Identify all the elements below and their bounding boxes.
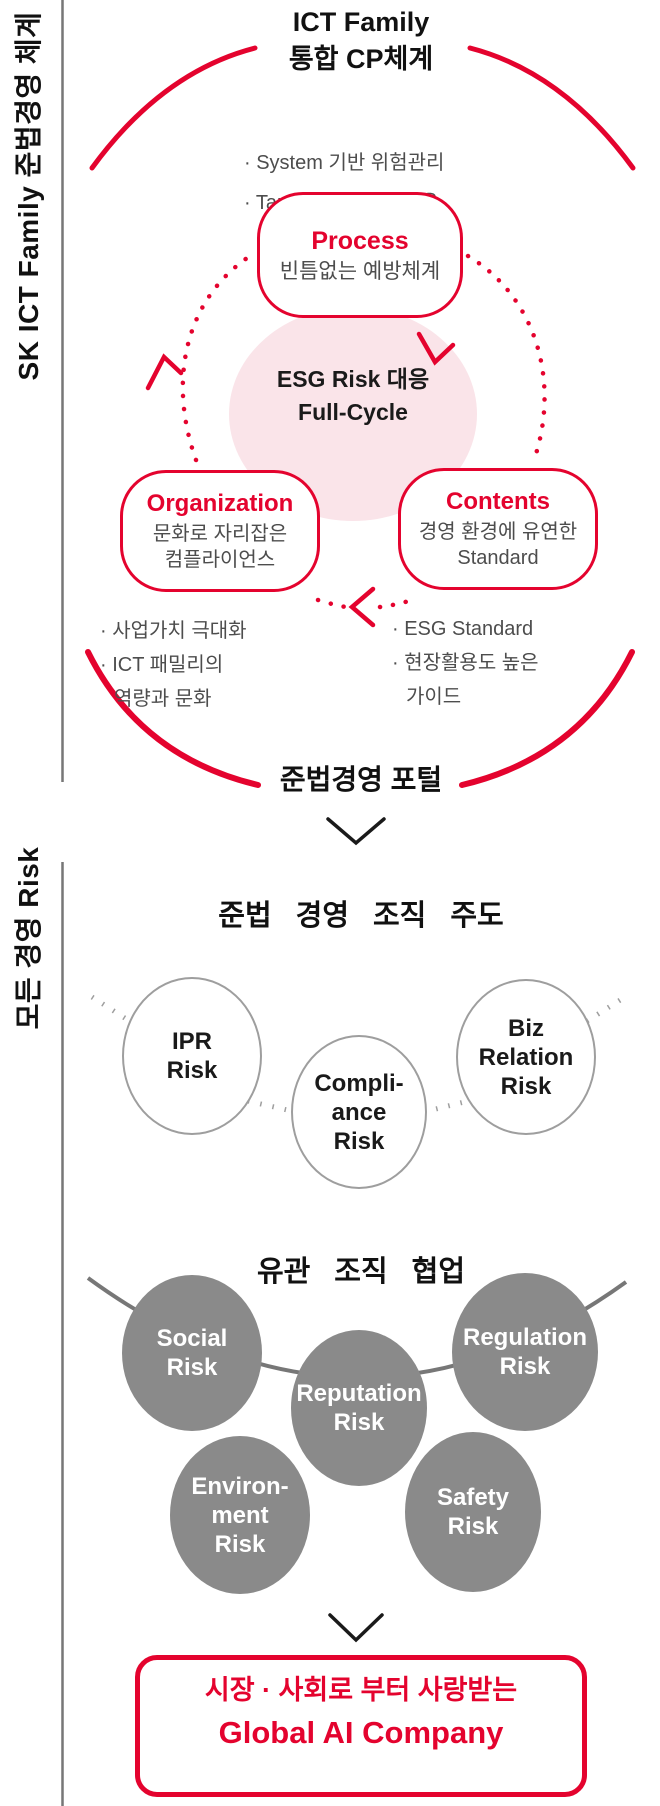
portal-label: 준법경영 포털	[279, 764, 443, 795]
bullet-system: · System 기반 위험관리	[244, 152, 445, 174]
chevron-down-icon	[326, 817, 386, 846]
cycle-arc-left-dotted	[180, 253, 253, 463]
lead-connector-mid-left-dotted	[247, 1098, 297, 1115]
regulation-risk-line1: Regulation	[463, 1324, 587, 1351]
social-risk-circle: Social Risk	[122, 1275, 262, 1431]
organization-bullet-list: · 사업가치 극대화 · ICT 패밀리의 역량과 문화	[100, 614, 247, 716]
contents-desc-line2: Standard	[457, 547, 539, 569]
contents-box: Contents 경영 환경에 유연한 Standard	[398, 468, 598, 590]
environment-risk-circle: Environ- ment Risk	[170, 1436, 310, 1594]
bottom-left-arc	[85, 649, 261, 788]
cycle-arc-bottomright-dotted	[377, 597, 415, 610]
safety-risk-line1: Safety	[436, 1484, 510, 1511]
contents-desc-line1: 경영 환경에 유연한	[418, 521, 578, 543]
regulation-risk-circle: Regulation Risk	[452, 1273, 598, 1431]
org-bullet-1: · 사업가치 극대화	[100, 620, 247, 642]
process-title: Process	[311, 226, 409, 255]
goal-box: 시장 · 사회로 부터 사랑받는 Global AI Company	[135, 1655, 587, 1797]
cycle-arrow-down-icon	[416, 331, 456, 366]
organization-title: Organization	[146, 490, 294, 517]
cycle-arc-bottomleft-dotted	[315, 597, 349, 610]
ipr-risk-line2: Risk	[166, 1057, 218, 1084]
collab-title: 유관 조직 협업	[256, 1256, 466, 1288]
process-box: Process 빈틈없는 예방체계	[257, 192, 463, 318]
biz-relation-risk-circle: Biz Relation Risk	[456, 979, 596, 1135]
environment-risk-line3: Risk	[214, 1530, 266, 1558]
goal-line2: Global AI Company	[218, 1714, 504, 1750]
organization-desc-line2: 컴플라이언스	[164, 549, 276, 571]
reputation-risk-line2: Risk	[333, 1409, 385, 1436]
contents-bullet-list: · ESG Standard · 현장활용도 높은 가이드	[392, 612, 539, 714]
biz-risk-line1: Biz	[508, 1014, 544, 1042]
compliance-risk-line1: Compli-	[314, 1069, 404, 1097]
esg-center-label: ESG Risk 대응 Full-Cycle	[229, 363, 477, 429]
cycle-arrow-up-icon	[145, 353, 184, 391]
ipr-risk-line1: IPR	[171, 1028, 212, 1055]
organization-desc: 문화로 자리잡은 컴플라이언스	[153, 521, 287, 573]
lead-title: 준법 경영 조직 주도	[218, 900, 504, 932]
organization-box: Organization 문화로 자리잡은 컴플라이언스	[120, 470, 320, 592]
section1-side-label: SK ICT Family 준법경영 체계	[13, 11, 44, 381]
reputation-risk-circle: Reputation Risk	[291, 1330, 427, 1486]
social-risk-line1: Social	[156, 1325, 228, 1352]
esg-halo-circle	[229, 307, 477, 521]
top-right-arc	[467, 45, 636, 171]
contents-bullet-2: · 현장활용도 높은	[392, 652, 539, 674]
biz-risk-line3: Risk	[500, 1072, 552, 1100]
contents-bullet-2-cont: 가이드	[406, 686, 462, 708]
social-risk-line2: Risk	[166, 1354, 218, 1381]
contents-title: Contents	[446, 488, 550, 515]
regulation-risk-line2: Risk	[499, 1353, 551, 1380]
lead-connector-right-dotted	[585, 994, 627, 1024]
chevron-down-icon-2	[328, 1613, 384, 1643]
org-bullet-2: · ICT 패밀리의	[100, 654, 224, 676]
lead-connector-left-dotted	[90, 994, 133, 1025]
environment-risk-line1: Environ-	[191, 1472, 289, 1500]
bottom-right-arc	[459, 649, 635, 788]
lead-connector-mid-right-dotted	[423, 1098, 469, 1115]
section1-title-line2: 통합 CP체계	[288, 44, 434, 74]
compliance-risk-line3: Risk	[333, 1127, 385, 1155]
section1-title: ICT Family 통합 CP체계	[62, 4, 660, 78]
process-desc: 빈틈없는 예방체계	[279, 259, 441, 283]
contents-bullet-1: · ESG Standard	[392, 618, 534, 640]
ipr-risk-circle: IPR Risk	[122, 977, 262, 1135]
cycle-arc-right-dotted	[465, 253, 547, 463]
safety-risk-circle: Safety Risk	[405, 1432, 541, 1592]
esg-center-line1: ESG Risk 대응	[276, 366, 430, 392]
environment-risk-line2: ment	[211, 1501, 269, 1529]
safety-risk-line2: Risk	[447, 1513, 499, 1540]
reputation-risk-line1: Reputation	[296, 1380, 422, 1407]
compliance-risk-line2: ance	[331, 1098, 387, 1126]
esg-center-line2: Full-Cycle	[298, 399, 408, 425]
compliance-risk-circle: Compli- ance Risk	[291, 1035, 427, 1189]
goal-line1: 시장 · 사회로 부터 사랑받는	[204, 1674, 518, 1705]
biz-risk-line2: Relation	[478, 1043, 574, 1071]
top-left-arc	[89, 45, 258, 171]
contents-desc: 경영 환경에 유연한 Standard	[419, 519, 577, 571]
section2-side-label: 모든 경영 Risk	[13, 846, 44, 1030]
cycle-arrow-left-icon	[348, 586, 376, 628]
organization-desc-line1: 문화로 자리잡은	[152, 523, 288, 545]
org-bullet-2-cont: 역량과 문화	[114, 688, 212, 710]
section1-title-line1: ICT Family	[292, 7, 430, 37]
